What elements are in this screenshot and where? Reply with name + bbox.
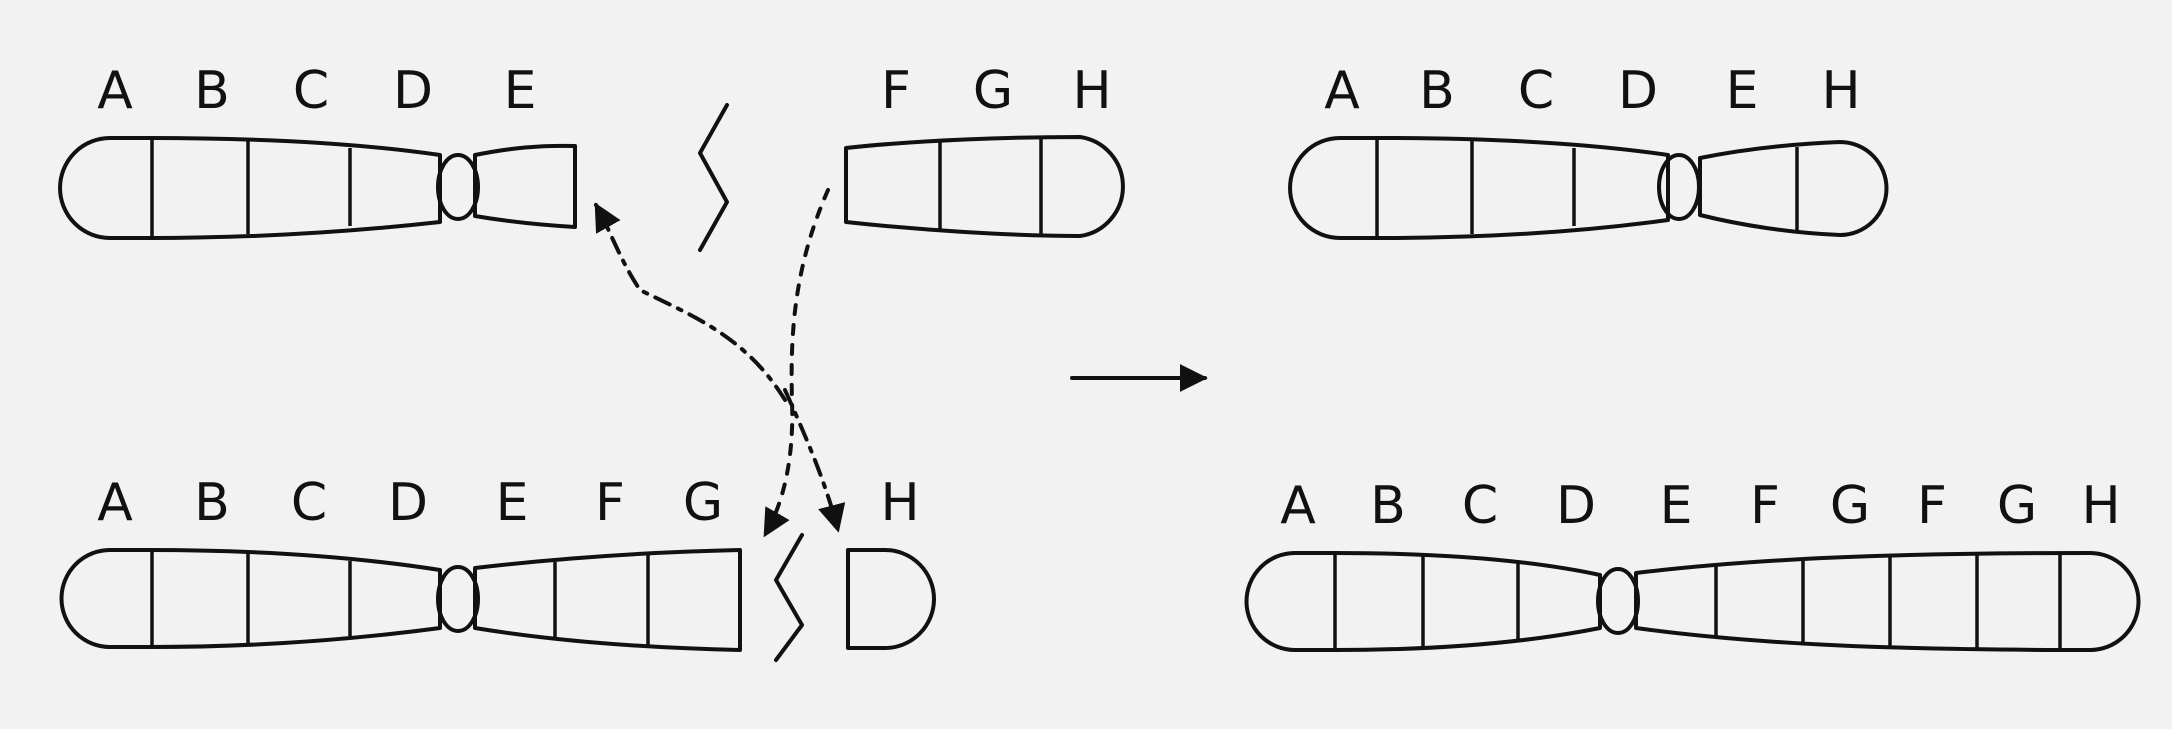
- label: F: [1750, 476, 1780, 536]
- label: H: [1072, 61, 1111, 121]
- label: C: [291, 473, 327, 533]
- break-mark-top: [698, 103, 729, 252]
- chromosome-bottom-left: A B C D E F G: [59, 473, 742, 652]
- labels-top-left: A B C D E: [97, 61, 536, 121]
- chromosome-result-top: A B C D E H: [1288, 61, 1889, 240]
- chromosome-result-bottom: A B C D E F G F G H: [1244, 476, 2141, 652]
- label: A: [1324, 61, 1360, 121]
- label: D: [1556, 476, 1596, 536]
- label: H: [2081, 476, 2120, 536]
- break-mark-bottom: [774, 533, 804, 662]
- label: A: [97, 61, 133, 121]
- label: E: [1726, 61, 1759, 121]
- label: G: [973, 61, 1013, 121]
- label: G: [683, 473, 723, 533]
- label: C: [1518, 61, 1554, 121]
- chromosome-fragment-top: F G H: [844, 61, 1125, 238]
- labels-bottom-left: A B C D E F G: [97, 473, 723, 533]
- label: D: [388, 473, 428, 533]
- dashdot-arrow-h-down: [783, 388, 846, 533]
- chromosome-fragment-bottom: H: [846, 473, 936, 650]
- swap-arrows: [594, 188, 846, 538]
- chromosome-top-left: A B C D E: [58, 61, 577, 240]
- label: B: [194, 473, 230, 533]
- label: A: [1280, 476, 1316, 536]
- label: B: [1419, 61, 1455, 121]
- label: E: [496, 473, 529, 533]
- label: F: [881, 61, 911, 121]
- label: C: [293, 61, 329, 121]
- dashed-arrow-fgh-down: [763, 188, 830, 538]
- label: A: [97, 473, 133, 533]
- label: D: [1618, 61, 1658, 121]
- label: F: [1917, 476, 1947, 536]
- labels-result-top: A B C D E H: [1324, 61, 1860, 121]
- label: G: [1830, 476, 1870, 536]
- label: C: [1462, 476, 1498, 536]
- label: H: [880, 473, 919, 533]
- dashdot-arrow-up: [594, 202, 787, 402]
- label: H: [1821, 61, 1860, 121]
- label: F: [595, 473, 625, 533]
- label: G: [1997, 476, 2037, 536]
- labels-result-bottom: A B C D E F G F G H: [1280, 476, 2120, 536]
- labels-top-middle: F G H: [881, 61, 1112, 121]
- label: D: [393, 61, 433, 121]
- label: E: [1660, 476, 1693, 536]
- label: E: [504, 61, 537, 121]
- label: B: [194, 61, 230, 121]
- label: B: [1370, 476, 1406, 536]
